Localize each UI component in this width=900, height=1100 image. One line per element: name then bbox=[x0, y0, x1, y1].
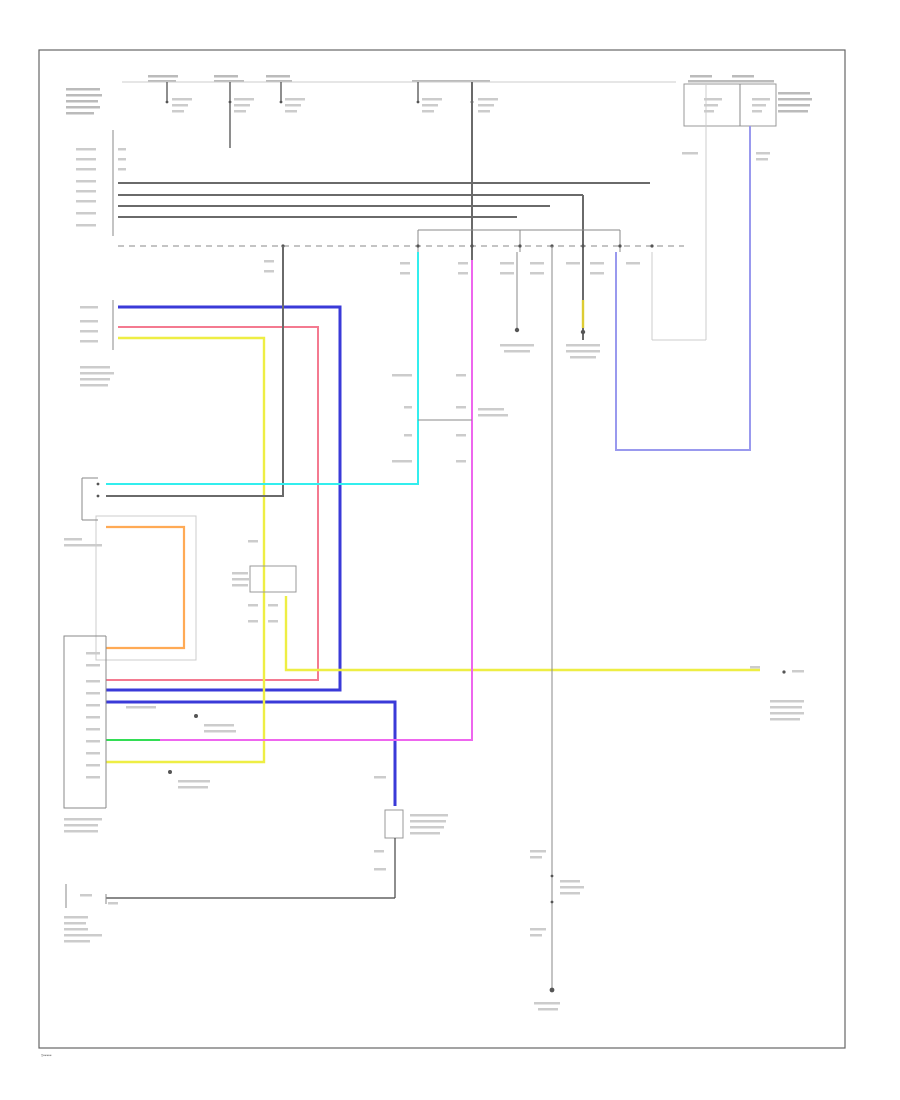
bottom-left-switch bbox=[64, 884, 118, 943]
wire-cyan bbox=[106, 252, 419, 485]
fuse-group-top bbox=[165, 82, 498, 148]
bus-junctions bbox=[281, 244, 654, 248]
wire-lavender-right bbox=[615, 126, 751, 451]
left-connector-upper bbox=[76, 130, 126, 236]
ecu-block bbox=[63, 635, 236, 833]
fuse-box-top-right-labels bbox=[682, 98, 770, 161]
fuse-box-top-right bbox=[683, 83, 777, 127]
page-code: T***** bbox=[40, 1054, 52, 1058]
wire-yellow-left bbox=[106, 336, 266, 764]
left-sensor-switch bbox=[64, 477, 102, 547]
right-terminal bbox=[750, 666, 804, 721]
wire-blue-2 bbox=[106, 700, 397, 806]
bus-wires-black bbox=[118, 82, 650, 340]
left-connector-middle bbox=[80, 300, 114, 387]
diagram-frame bbox=[38, 49, 846, 1049]
blue-wire-module bbox=[106, 776, 448, 899]
center-relay bbox=[264, 260, 640, 463]
top-fuse-labels bbox=[66, 75, 812, 115]
wire-red bbox=[106, 326, 319, 681]
orange-loop-box bbox=[95, 515, 197, 661]
bottom-center-component bbox=[530, 850, 584, 1011]
small-relay bbox=[232, 540, 297, 623]
ground-branches bbox=[500, 252, 600, 359]
wire-yellow-long bbox=[284, 596, 760, 672]
wire-blue-1 bbox=[106, 305, 342, 692]
wire-black-left bbox=[106, 246, 284, 497]
wire-orange bbox=[106, 525, 186, 650]
